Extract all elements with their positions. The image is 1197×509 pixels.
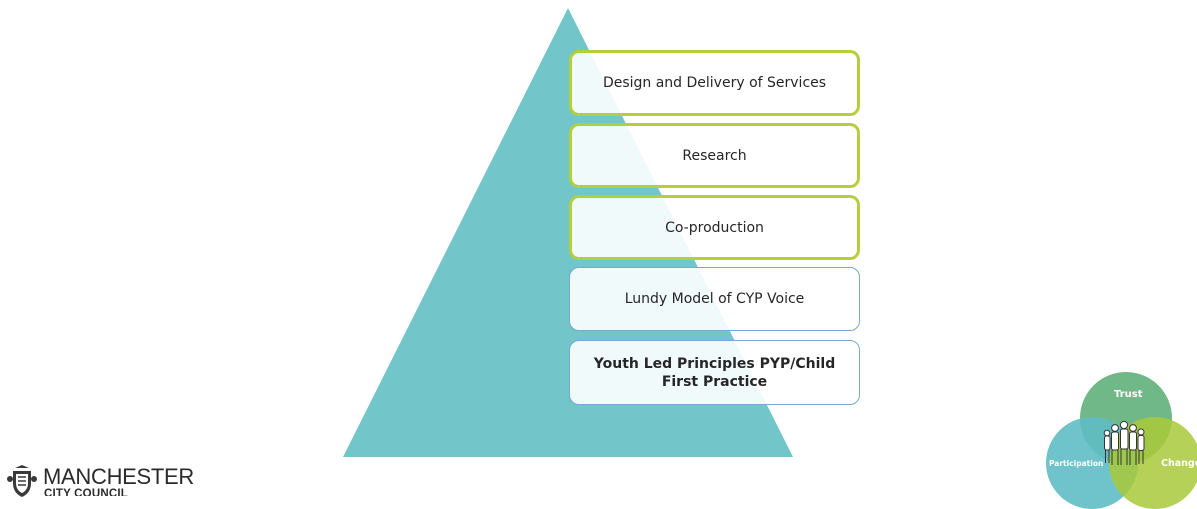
manchester-city-council-logo: MANCHESTER CITY COUNCIL	[7, 461, 217, 501]
level-design-delivery: Design and Delivery of Services	[569, 50, 860, 116]
venn-label-trust: Trust	[1114, 389, 1143, 400]
level-label: Design and Delivery of Services	[602, 75, 827, 91]
level-youth-led-principles: Youth Led Principles PYP/Child First Pra…	[569, 340, 860, 405]
logo-subtitle: CITY COUNCIL	[44, 488, 128, 496]
venn-label-change: Change	[1161, 458, 1197, 469]
people-icon	[1103, 420, 1145, 465]
venn-circles	[1046, 372, 1197, 509]
council-crest-icon	[7, 465, 37, 497]
level-label: Co-production	[665, 219, 764, 236]
level-label: Lundy Model of CYP Voice	[624, 291, 805, 307]
level-label: Research	[682, 147, 747, 164]
logo-name: MANCHESTER	[43, 464, 195, 489]
level-label: Youth Led Principles PYP/Child First Pra…	[593, 355, 836, 390]
venn-label-participation: Participation	[1049, 459, 1104, 468]
level-lundy-model: Lundy Model of CYP Voice	[569, 267, 860, 331]
trust-participation-change-venn: Trust Participation Change	[1040, 370, 1197, 509]
level-research: Research	[569, 123, 860, 188]
level-co-production: Co-production	[569, 195, 860, 260]
